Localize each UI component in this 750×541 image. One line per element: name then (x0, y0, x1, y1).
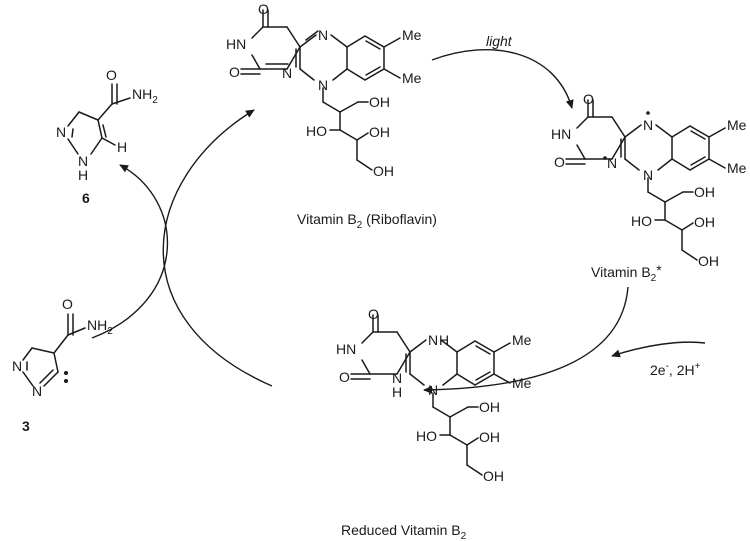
riboflavin-ho: HO (306, 123, 327, 139)
excited-oh-3: OH (698, 253, 719, 269)
excited-n-bottom: N (643, 167, 653, 183)
riboflavin-hn: HN (226, 36, 246, 52)
riboflavin-caption: Vitamin B2 (Riboflavin) (297, 211, 437, 231)
excited-hn: HN (551, 126, 571, 142)
reduced-riboflavin-structure: O HN O N H N H N Me Me OH HO OH OH (336, 306, 532, 484)
compound-3-label: 3 (22, 418, 30, 434)
excited-oh-1: OH (694, 184, 715, 200)
excited-methyl-1: Me (727, 117, 747, 133)
riboflavin-methyl-2: Me (402, 70, 422, 86)
reduced-oh-1: OH (479, 399, 500, 415)
reduced-n-ring: N (392, 370, 402, 386)
protonation-arrow (91, 164, 169, 339)
compound-6-structure: O NH2 N N H H 6 (56, 67, 158, 206)
riboflavin-oh-2: OH (369, 124, 390, 140)
compound-6-nh-h: H (78, 167, 88, 183)
excited-ho: HO (631, 213, 652, 229)
compound-3-structure: O NH2 N N 3 (12, 296, 113, 434)
reduced-methyl-2: Me (512, 375, 532, 391)
riboflavin-n-top: N (318, 27, 328, 43)
reduced-o-top: O (368, 306, 379, 322)
compound-6-ch: H (117, 139, 127, 155)
excited-n-ring: N (607, 155, 617, 171)
compound-6-nh2: NH2 (132, 86, 158, 106)
compound-6-n: N (56, 124, 66, 140)
excited-o-top: O (583, 91, 594, 107)
riboflavin-o-left: O (229, 64, 240, 80)
reduced-oh-3: OH (483, 468, 504, 484)
carbene-dot-1 (64, 371, 68, 375)
reduced-o-left: O (339, 369, 350, 385)
excited-o-left: O (554, 154, 565, 170)
compound-3-nh2: NH2 (87, 317, 113, 337)
reduced-h-top: H (439, 332, 449, 348)
excited-caption: Vitamin B2* (591, 262, 662, 284)
riboflavin-n-ring: N (282, 65, 292, 81)
reduced-hn: HN (336, 341, 356, 357)
light-label: light (486, 33, 513, 49)
riboflavin-oh-1: OH (369, 94, 390, 110)
reduced-methyl-1: Me (512, 332, 532, 348)
reduced-h-ring: H (392, 384, 402, 400)
riboflavin-methyl-1: Me (402, 27, 422, 43)
reagent-arrow (611, 341, 706, 358)
excited-methyl-2: Me (727, 160, 747, 176)
reagents-label: 2e-, 2H+ (650, 361, 701, 378)
compound-3-n1: N (12, 358, 22, 374)
reduced-n-top: N (428, 332, 438, 348)
compound-6-nh-n: N (78, 153, 88, 169)
excited-oh-2: OH (694, 214, 715, 230)
riboflavin-n-bottom: N (318, 77, 328, 93)
compound-6-label: 6 (82, 190, 90, 206)
excited-n-top: N (643, 117, 653, 133)
radical-dot-1 (603, 156, 607, 160)
reduction-arrow (423, 286, 629, 394)
radical-dot-2 (646, 111, 650, 115)
excited-riboflavin-structure: O HN O N N N Me Me OH HO OH OH (551, 91, 747, 269)
reduced-ho: HO (416, 428, 437, 444)
regeneration-arrow (162, 109, 273, 387)
carbene-dot-2 (64, 379, 68, 383)
compound-3-n2: N (32, 383, 42, 399)
compound-3-o: O (62, 296, 73, 312)
reduced-oh-2: OH (479, 429, 500, 445)
riboflavin-oh-3: OH (373, 163, 394, 179)
riboflavin-structure: O HN O N N N Me Me OH HO OH OH Vitamin B… (226, 1, 437, 231)
riboflavin-o-top: O (258, 1, 269, 17)
reduced-caption: Reduced Vitamin B2 (341, 522, 467, 541)
light-arrow (431, 49, 574, 109)
compound-6-o: O (106, 67, 117, 83)
